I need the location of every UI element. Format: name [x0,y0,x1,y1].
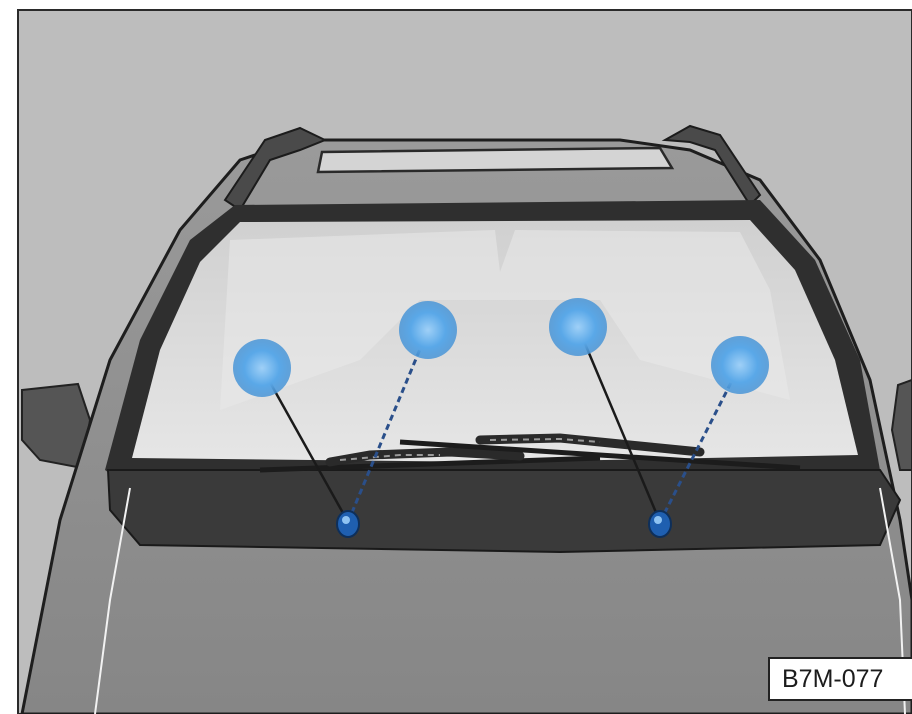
spray-point-right-outer [711,336,769,394]
spray-point-left-outer [233,339,291,397]
spray-point-right-inner [549,298,607,356]
washer-jet-left [337,511,359,537]
sunroof [318,148,672,172]
cowl-panel [108,470,900,552]
washer-jet-right [649,511,671,537]
spray-point-left-inner [399,301,457,359]
figure-reference-code: B7M-077 [768,657,912,701]
